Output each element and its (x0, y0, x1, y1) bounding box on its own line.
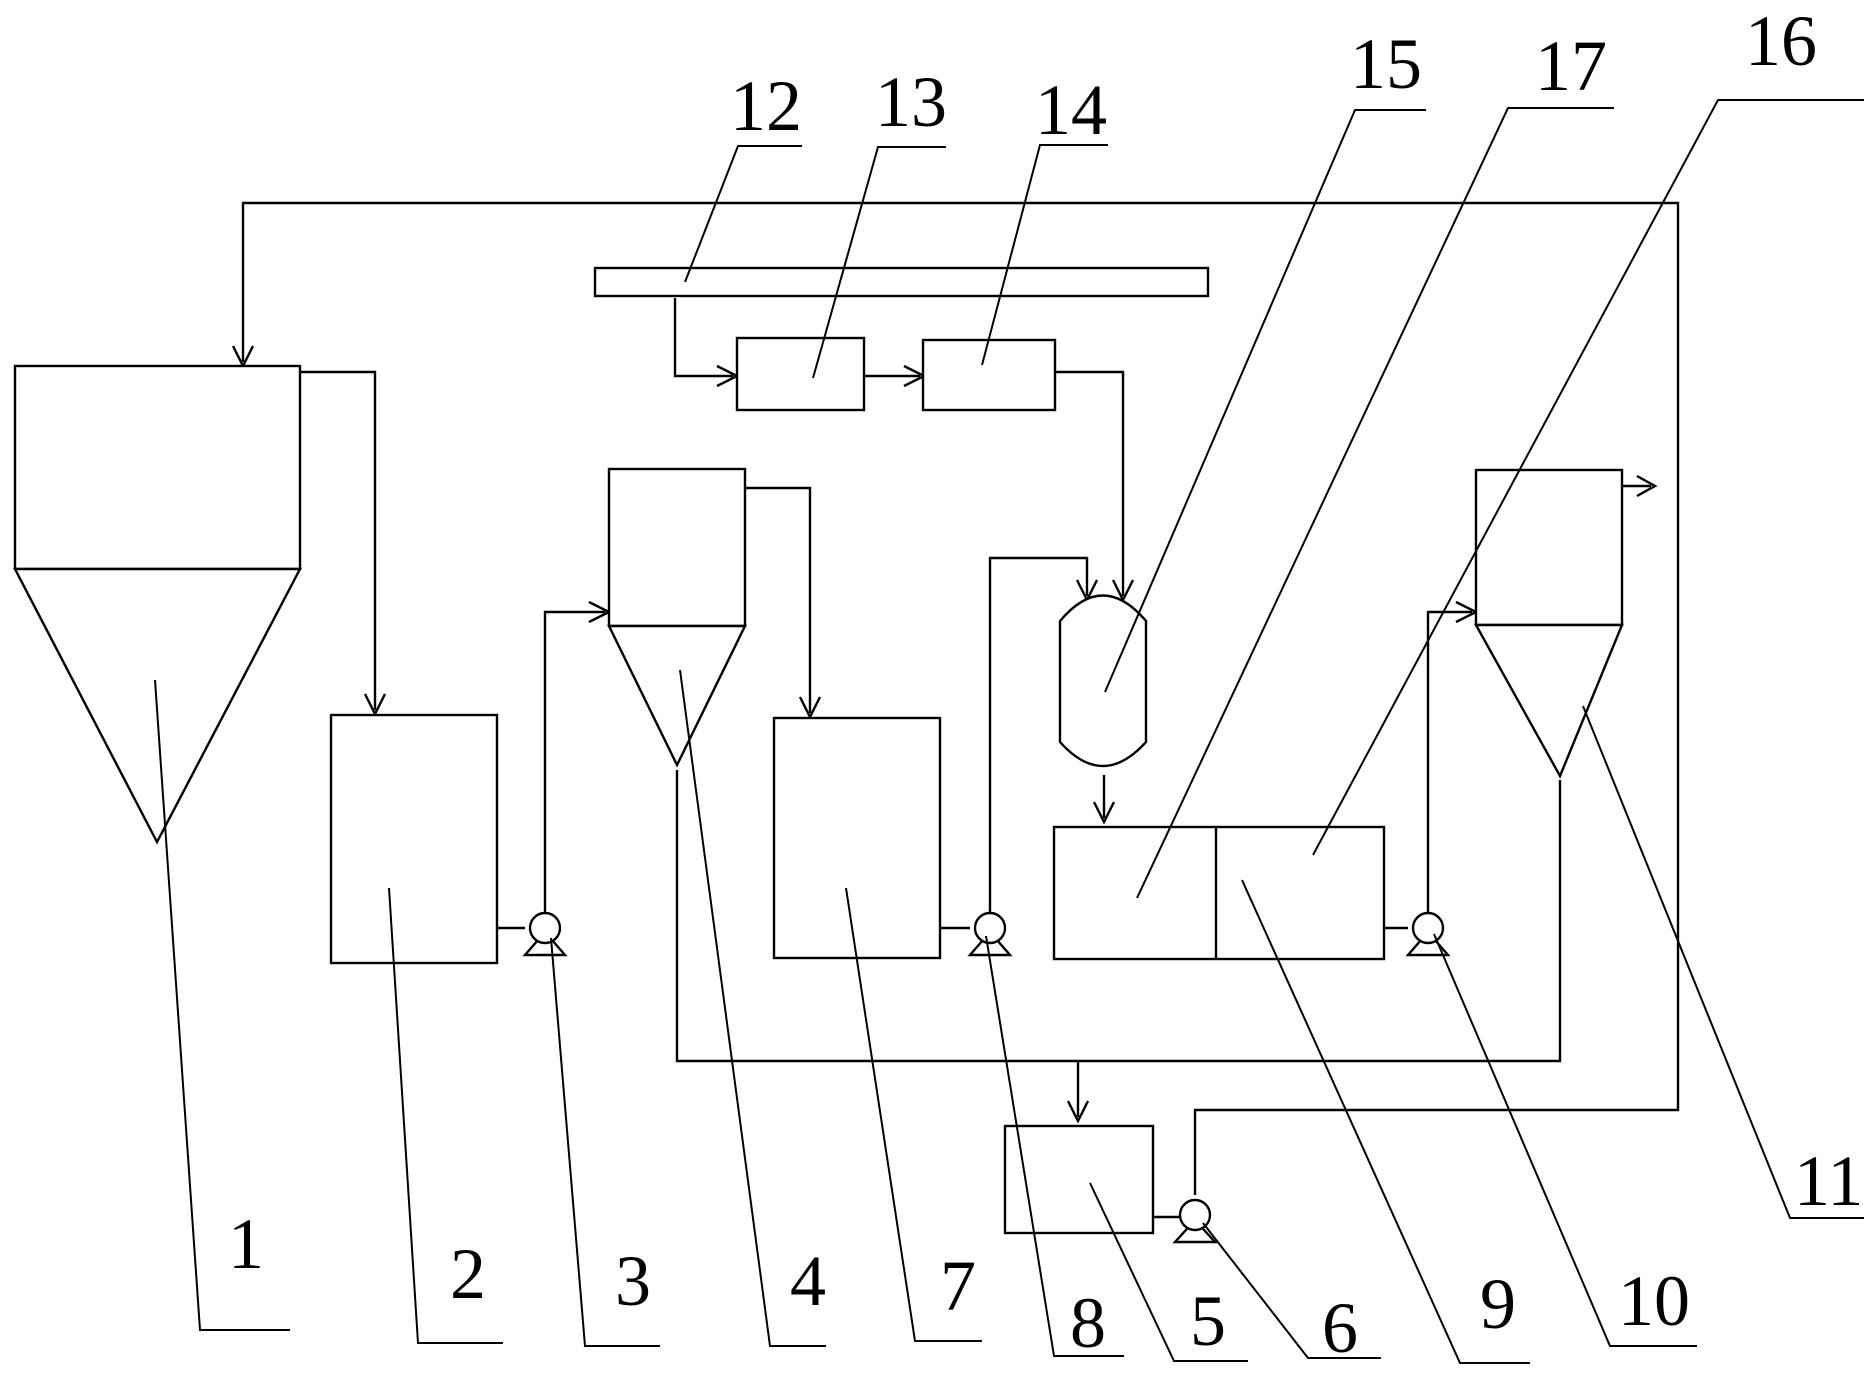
leader-6 (1202, 1222, 1381, 1359)
leader-16 (1312, 99, 1864, 856)
leader-14 (981, 144, 1108, 366)
line-pump3-to-settler4 (543, 610, 605, 914)
tank-2 (329, 713, 499, 965)
tank-7 (772, 716, 942, 960)
arrow-settler11-outlet (1636, 474, 1658, 498)
unit-12 (593, 266, 1210, 298)
label-9: 9 (1480, 1264, 1516, 1344)
tank-17-9-body (1052, 825, 1386, 961)
label-1: 1 (228, 1204, 264, 1284)
settler-4-body (607, 467, 747, 628)
pump-8 (967, 911, 1013, 957)
leader-15 (1104, 109, 1426, 693)
leader-5 (1089, 1182, 1248, 1362)
label-2: 2 (450, 1234, 486, 1314)
line-pump8-to-vessel15 (988, 556, 1089, 914)
line-pump10-to-settler11 (1426, 610, 1472, 914)
settler-11-cone (1473, 623, 1624, 779)
leader-7 (845, 887, 982, 1342)
pump-3 (522, 911, 568, 957)
return-line-pump6-to-tank1 (241, 201, 1680, 1195)
equipment (13, 266, 1624, 1235)
label-14: 14 (1035, 70, 1107, 150)
arrow-into-tank5 (1066, 1100, 1090, 1124)
leader-4 (679, 669, 826, 1347)
line-14-to-vessel15 (1055, 370, 1125, 596)
leader-17 (1136, 107, 1614, 899)
flow-lines (241, 201, 1680, 1219)
unit-14 (921, 338, 1057, 412)
leader-12 (684, 145, 802, 283)
settling-tank-1 (13, 364, 302, 845)
twin-tank-17-9 (1052, 825, 1386, 961)
settler-4 (607, 467, 747, 768)
leader-lines (154, 99, 1864, 1364)
leader-1 (154, 679, 290, 1331)
pumps (522, 911, 1451, 1244)
label-11: 11 (1794, 1141, 1863, 1221)
leader-9 (1241, 879, 1530, 1364)
settler-11 (1473, 468, 1624, 779)
pump-6 (1172, 1198, 1218, 1244)
line-settler4-to-tank7 (745, 486, 812, 713)
settling-tank-1-body (13, 364, 302, 571)
label-4: 4 (790, 1241, 826, 1321)
leader-13 (812, 146, 946, 379)
label-6: 6 (1322, 1288, 1358, 1368)
label-17: 17 (1535, 26, 1607, 106)
line-12-to-13 (673, 298, 733, 378)
line-tank1-to-tank2 (300, 370, 377, 710)
settler-4-cone (607, 624, 747, 768)
leader-10 (1433, 933, 1697, 1347)
label-15: 15 (1350, 24, 1422, 104)
label-3: 3 (615, 1241, 651, 1321)
label-16: 16 (1745, 1, 1817, 81)
leader-2 (388, 887, 503, 1344)
sludge-line-to-tank5 (675, 770, 1562, 1063)
leader-11 (1582, 705, 1864, 1219)
arrow-into-tank17 (1092, 801, 1116, 825)
label-8: 8 (1070, 1283, 1106, 1363)
label-10: 10 (1618, 1261, 1690, 1341)
label-13: 13 (875, 62, 947, 142)
leader-3 (550, 937, 660, 1347)
settler-11-body (1474, 468, 1624, 627)
unit-13 (735, 336, 866, 412)
part-labels: 1 2 3 4 7 8 5 6 9 10 11 12 13 14 15 17 1… (228, 1, 1863, 1368)
vessel-15 (1058, 594, 1148, 768)
label-7: 7 (940, 1246, 976, 1326)
pump-10 (1405, 911, 1451, 957)
leader-8 (985, 935, 1124, 1357)
label-12: 12 (730, 66, 802, 146)
tank-5 (1003, 1124, 1155, 1235)
label-5: 5 (1190, 1281, 1226, 1361)
